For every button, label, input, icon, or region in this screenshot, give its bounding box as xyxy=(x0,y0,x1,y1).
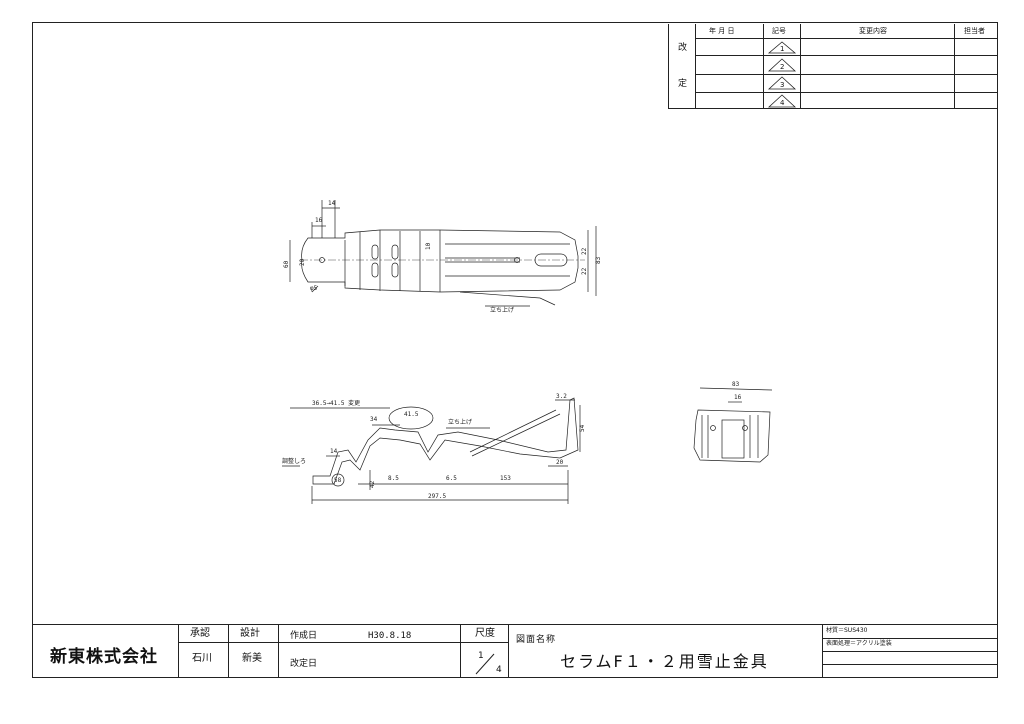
dim-label: 立ち上げ xyxy=(490,306,514,314)
dim-label: 41.5 xyxy=(404,411,419,418)
dim-label: 22 xyxy=(581,247,588,255)
rev-mark-4: 4 xyxy=(780,99,785,107)
dim-label: φ5 xyxy=(310,285,318,292)
design-label: 設計 xyxy=(240,628,260,639)
rev-mark-3: 3 xyxy=(780,81,785,89)
dim-label: 14 xyxy=(330,448,338,455)
dim-label: 83 xyxy=(732,381,740,388)
created-date: H30.8.18 xyxy=(368,631,412,641)
rev-header-person: 担当者 xyxy=(964,27,985,35)
dim-label: 58 xyxy=(334,477,342,484)
rev-side-label: 改 xyxy=(678,43,688,53)
dim-label: 20 xyxy=(556,459,564,466)
drawing-name: セラムF１・２用雪止金具 xyxy=(560,652,769,671)
rev-side-label: 定 xyxy=(678,79,688,89)
dim-label: 83 xyxy=(595,256,602,264)
rev-header-mark: 記号 xyxy=(772,27,786,35)
surface-finish: 表面処理＝アクリル塗装 xyxy=(826,640,892,647)
title-block: 新東株式会社 承認 設計 石川 新美 作成日 H30.8.18 改定日 尺度 1… xyxy=(32,624,998,678)
dim-label: 42 xyxy=(369,480,376,488)
end-view xyxy=(693,387,773,463)
dim-label: 20 xyxy=(299,258,306,266)
drawing-name-label: 図面名称 xyxy=(516,635,557,645)
dim-label: 34 xyxy=(370,416,378,423)
scale-label: 尺度 xyxy=(475,628,495,639)
dim-label: 22 xyxy=(581,267,588,275)
dim-label: 14 xyxy=(328,200,336,207)
dim-label: 6.5 xyxy=(446,475,457,482)
dim-label: 3.2 xyxy=(556,393,567,400)
dim-label: 16 xyxy=(315,217,323,224)
created-label: 作成日 xyxy=(290,631,318,641)
dim-label: 36.5→41.5 変更 xyxy=(312,399,360,407)
dim-label: 54 xyxy=(579,424,586,432)
drawing-frame xyxy=(32,22,998,678)
dim-label: 60 xyxy=(283,260,290,268)
approver-name: 石川 xyxy=(192,653,212,664)
dim-label: 立ち上げ xyxy=(448,418,472,426)
revision-table: 年 月 日 記号 変更内容 担当者 改 定 1 2 3 4 xyxy=(668,24,998,109)
dim-label: 297.5 xyxy=(428,493,446,500)
rev-mark-1: 1 xyxy=(780,45,785,53)
scale-numerator: 1 xyxy=(478,651,484,661)
scale-denominator: 4 xyxy=(496,665,502,675)
revised-label: 改定日 xyxy=(290,659,318,669)
rev-header-date: 年 月 日 xyxy=(709,27,735,35)
dim-label: 16 xyxy=(734,394,742,401)
side-view xyxy=(282,397,581,504)
material-spec: 材質＝SUS430 xyxy=(826,627,868,634)
rev-mark-2: 2 xyxy=(780,63,785,71)
approve-label: 承認 xyxy=(190,628,210,639)
dim-label: 調整しろ xyxy=(282,457,306,465)
designer-name: 新美 xyxy=(242,653,262,664)
dim-label: 153 xyxy=(500,475,511,482)
rev-mark-triangles xyxy=(767,41,797,108)
dim-label: 10 xyxy=(425,242,432,250)
plan-view xyxy=(289,200,597,307)
scale-fraction-slash xyxy=(475,653,495,675)
rev-header-content: 変更内容 xyxy=(859,27,887,35)
dim-label: 8.5 xyxy=(388,475,399,482)
company-name: 新東株式会社 xyxy=(50,647,158,667)
